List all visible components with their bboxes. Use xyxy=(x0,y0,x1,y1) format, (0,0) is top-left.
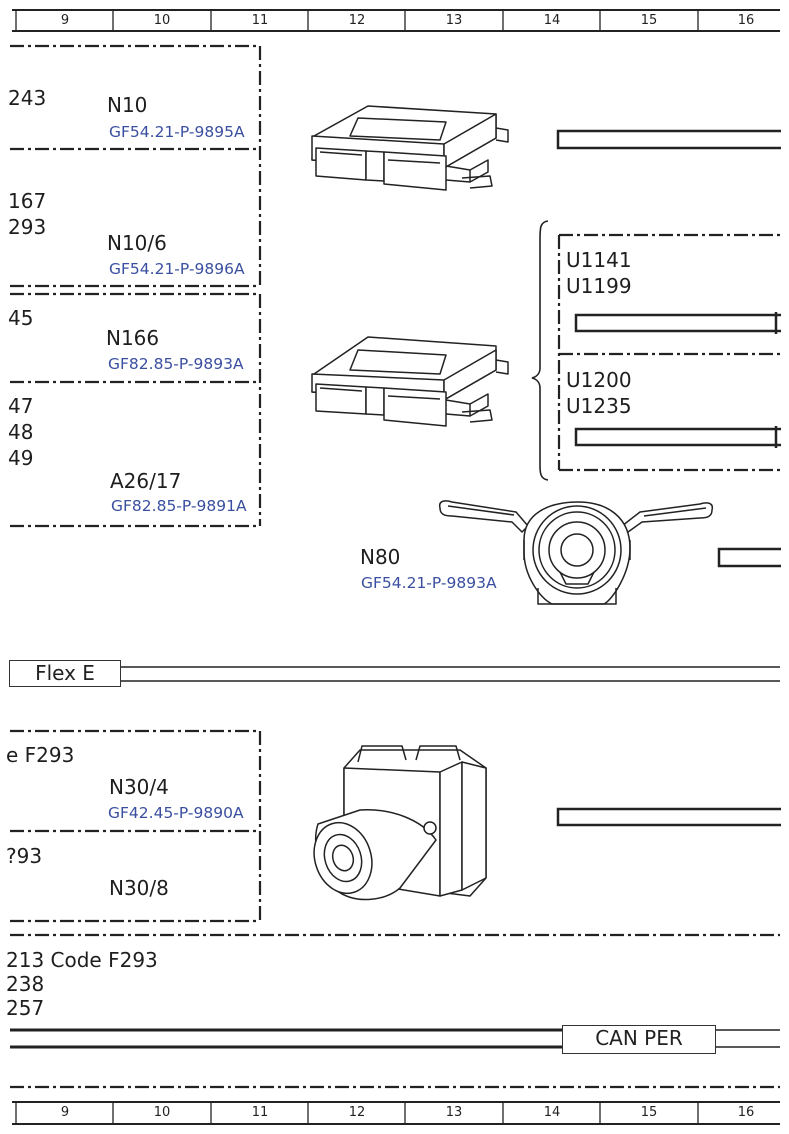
ruler-column-number: 10 xyxy=(153,13,171,28)
can-bus-lines xyxy=(10,1028,780,1049)
reference-link[interactable]: GF82.85-P-9891A xyxy=(111,497,247,515)
code-line: 243 xyxy=(8,86,47,110)
reference-link[interactable]: GF82.85-P-9893A xyxy=(108,355,244,373)
ruler-column-number: 13 xyxy=(445,13,463,28)
ruler-column-number: 16 xyxy=(737,1105,755,1120)
top-ruler xyxy=(12,9,780,32)
code-line: 45 xyxy=(8,306,34,330)
reference-link[interactable]: GF54.21-P-9893A xyxy=(361,574,497,592)
ruler-column-number: 12 xyxy=(348,13,366,28)
can-bus-label: CAN PER xyxy=(562,1025,716,1054)
code-line: 49 xyxy=(8,446,34,470)
control-unit-icon xyxy=(311,336,509,427)
component-label: N30/4 xyxy=(109,775,169,799)
flex-bus-lines xyxy=(10,666,780,687)
code-line: e F293 xyxy=(6,743,75,767)
ruler-column-number: 9 xyxy=(60,1105,70,1120)
component-label: N10/6 xyxy=(107,231,167,255)
code-line: 238 xyxy=(6,972,45,996)
code-line: 167 xyxy=(8,189,47,213)
ruler-column-number: 11 xyxy=(251,1105,269,1120)
reference-link[interactable]: GF54.21-P-9895A xyxy=(109,123,245,141)
group-code: U1200 xyxy=(566,368,632,392)
ruler-column-number: 16 xyxy=(737,13,755,28)
reference-link[interactable]: GF42.45-P-9890A xyxy=(108,804,244,822)
ruler-column-number: 15 xyxy=(640,1105,658,1120)
ruler-column-number: 14 xyxy=(543,13,561,28)
component-label: N30/8 xyxy=(109,876,169,900)
code-line: 293 xyxy=(8,215,47,239)
ruler-column-number: 14 xyxy=(543,1105,561,1120)
code-line: ?93 xyxy=(6,844,43,868)
connector-stubs xyxy=(556,129,781,827)
group-code: U1235 xyxy=(566,394,632,418)
component-label: N166 xyxy=(106,326,160,350)
component-label: N80 xyxy=(360,545,401,569)
reference-link[interactable]: GF54.21-P-9896A xyxy=(109,260,245,278)
right-group-frames xyxy=(557,233,780,472)
group-code: U1199 xyxy=(566,274,632,298)
code-line: 47 xyxy=(8,394,34,418)
code-line: 213 Code F293 xyxy=(6,948,158,972)
ruler-column-number: 15 xyxy=(640,13,658,28)
ruler-column-number: 13 xyxy=(445,1105,463,1120)
ruler-column-number: 9 xyxy=(60,13,70,28)
component-label: N10 xyxy=(107,93,148,117)
ruler-column-number: 11 xyxy=(251,13,269,28)
code-line: 48 xyxy=(8,420,34,444)
control-unit-icon xyxy=(311,105,509,191)
steering-column-module-icon xyxy=(438,500,714,605)
code-line: 257 xyxy=(6,996,45,1020)
left-box-frames xyxy=(10,44,780,1089)
flex-bus-label: Flex E xyxy=(9,660,121,687)
ruler-column-number: 12 xyxy=(348,1105,366,1120)
bottom-ruler xyxy=(12,1101,780,1125)
component-label: A26/17 xyxy=(110,469,182,493)
hydraulic-unit-icon xyxy=(313,745,487,901)
ruler-column-number: 10 xyxy=(153,1105,171,1120)
group-code: U1141 xyxy=(566,248,632,272)
group-brace xyxy=(531,220,549,481)
